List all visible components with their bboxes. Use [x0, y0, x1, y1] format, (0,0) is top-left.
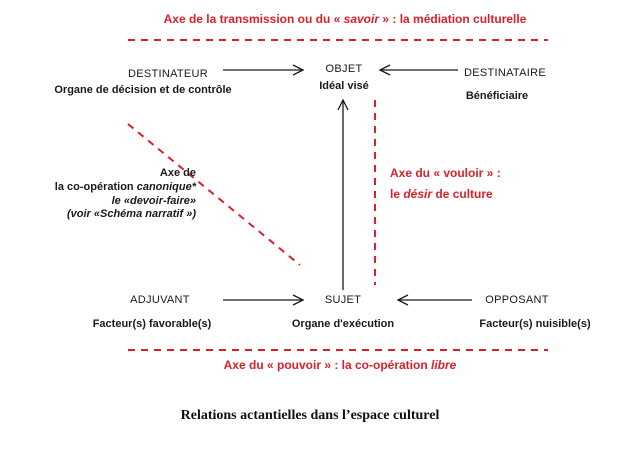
left-axis-line2: la co-opération canonique*: [54, 180, 196, 193]
top-axis-label: Axe de la transmission ou du « savoir » …: [163, 12, 527, 26]
right-axis-label: Axe du « vouloir » : le désir de culture: [390, 166, 501, 202]
sujet-desc: Organe d'exécution: [291, 318, 395, 330]
figure-caption: Relations actantielles dans l’espace cul…: [180, 408, 440, 423]
opposant-role: OPPOSANT: [485, 294, 549, 306]
left-axis-label: Axe de la co-opération canonique* le «de…: [0, 167, 196, 222]
diagonal-dashed-axis-line: [127, 123, 301, 266]
destinataire-desc: Bénéficiaire: [465, 90, 529, 102]
bottom-axis-label: Axe du « pouvoir » : la co-opération lib…: [223, 358, 457, 372]
left-axis-line3: le «devoir-faire»: [111, 194, 196, 207]
destinataire-role: DESTINATAIRE: [463, 67, 547, 79]
adjuvant-role: ADJUVANT: [130, 294, 190, 306]
opposant-desc: Facteur(s) nuisible(s): [479, 318, 591, 330]
adjuvant-desc: Facteur(s) favorable(s): [92, 318, 212, 330]
right-axis-line1: Axe du « vouloir » :: [390, 166, 501, 180]
left-axis-line4: (voir «Schéma narratif »): [67, 208, 196, 221]
objet-role: OBJET: [325, 63, 363, 75]
left-axis-line1: Axe de: [159, 167, 196, 179]
destinateur-desc: Organe de décision et de contrôle: [54, 84, 232, 96]
destinateur-role: DESTINATEUR: [127, 68, 209, 80]
right-axis-line2: le désir de culture: [390, 187, 493, 201]
objet-desc: Idéal visé: [319, 80, 369, 92]
sujet-role: SUJET: [324, 294, 362, 306]
